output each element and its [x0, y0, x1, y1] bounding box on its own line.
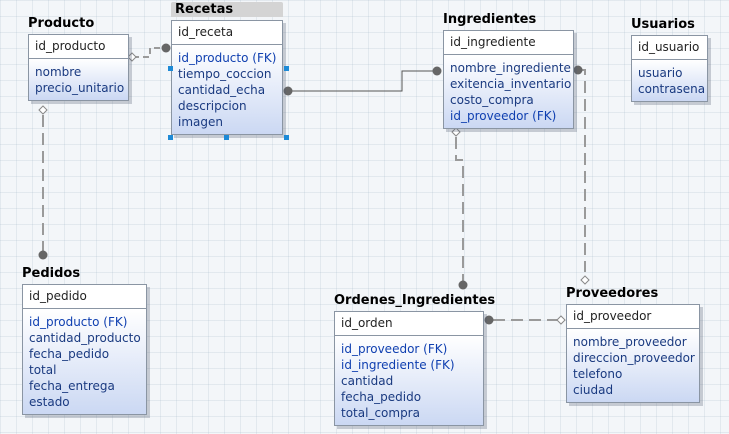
rel-recetas-ingredientes[interactable]: [283, 66, 442, 96]
rel-ingredientes-ordenes-diamond: [451, 127, 461, 137]
rel-proveedores-ordenes[interactable]: [484, 315, 566, 325]
attribute[interactable]: fecha_entrega: [29, 379, 115, 393]
entity-recetas[interactable]: Recetas id_receta id_producto (FK) tiemp…: [168, 2, 289, 140]
attribute[interactable]: fecha_pedido: [341, 390, 422, 404]
attribute-list: nombre precio_unitario: [29, 59, 128, 100]
rel-proveedores-ordenes-dot: [484, 315, 494, 325]
attribute-list: id_producto (FK) tiempo_coccion cantidad…: [172, 45, 282, 134]
attribute-list: id_proveedor (FK) id_ingrediente (FK) ca…: [335, 336, 483, 425]
attribute[interactable]: direccion_proveedor: [573, 351, 695, 365]
attribute[interactable]: total_compra: [341, 406, 420, 420]
attribute[interactable]: costo_compra: [450, 93, 534, 107]
primary-key[interactable]: id_usuario: [632, 36, 707, 60]
resize-handle-bottom-right[interactable]: [284, 135, 289, 140]
primary-key[interactable]: id_pedido: [23, 285, 146, 309]
attribute[interactable]: imagen: [178, 115, 223, 129]
rel-proveedores-ingredientes-dot: [573, 65, 583, 75]
entity-box[interactable]: id_usuario usuario contrasena: [631, 35, 708, 102]
entity-box[interactable]: id_proveedor nombre_proveedor direccion_…: [566, 304, 700, 403]
entity-box[interactable]: id_ingrediente nombre_ingrediente exiten…: [443, 30, 574, 129]
attribute[interactable]: telefono: [573, 367, 623, 381]
rel-proveedores-ordenes-diamond: [556, 315, 566, 325]
entity-title: Proveedores: [566, 286, 659, 301]
attribute[interactable]: nombre_proveedor: [573, 335, 687, 349]
rel-producto-recetas-diamond: [127, 52, 137, 62]
entity-ingredientes[interactable]: Ingredientes id_ingrediente nombre_ingre…: [443, 12, 574, 129]
entity-producto[interactable]: Producto id_producto nombre precio_unita…: [28, 16, 129, 116]
attribute[interactable]: cantidad: [341, 374, 394, 388]
entity-ordenes-ingredientes[interactable]: Ordenes_Ingredientes id_orden id_proveed…: [334, 293, 495, 426]
attribute[interactable]: fecha_pedido: [29, 347, 110, 361]
resize-handle-left[interactable]: [168, 66, 173, 71]
attribute[interactable]: precio_unitario: [35, 81, 125, 95]
attribute-list: usuario contrasena: [632, 60, 707, 101]
attribute[interactable]: usuario: [638, 66, 683, 80]
entity-box[interactable]: id_receta id_producto (FK) tiempo_coccio…: [171, 20, 283, 135]
entity-title: Pedidos: [22, 266, 81, 281]
entity-title: Usuarios: [631, 17, 695, 32]
primary-key[interactable]: id_ingrediente: [444, 31, 573, 55]
attribute[interactable]: estado: [29, 395, 70, 409]
rel-proveedores-ingredientes-diamond: [580, 275, 590, 285]
rel-producto-recetas[interactable]: [127, 43, 171, 62]
entity-proveedores[interactable]: Proveedores id_proveedor nombre_proveedo…: [566, 286, 700, 406]
primary-key[interactable]: id_orden: [335, 312, 483, 336]
attribute-list: nombre_proveedor direccion_proveedor tel…: [567, 329, 699, 402]
rel-ingredientes-ordenes-dot: [458, 280, 468, 290]
entity-pedidos[interactable]: Pedidos id_pedido id_producto (FK) canti…: [22, 266, 147, 416]
attribute[interactable]: tiempo_coccion: [178, 67, 272, 81]
rel-ingredientes-ordenes[interactable]: [451, 127, 468, 290]
resize-handle-bottom-left[interactable]: [168, 135, 173, 140]
attribute[interactable]: exitencia_inventario: [450, 77, 572, 91]
rel-recetas-ingredientes-dot-left: [283, 86, 293, 96]
primary-key[interactable]: id_producto: [29, 35, 128, 59]
entity-usuarios[interactable]: Usuarios id_usuario usuario contrasena: [631, 17, 708, 102]
attribute[interactable]: nombre_ingrediente: [450, 61, 571, 75]
entity-title: Producto: [28, 16, 95, 31]
entity-box[interactable]: id_producto nombre precio_unitario: [28, 34, 129, 101]
attribute-fk[interactable]: id_proveedor (FK): [450, 109, 557, 123]
rel-producto-pedidos[interactable]: [38, 105, 48, 260]
primary-key[interactable]: id_receta: [172, 21, 282, 45]
primary-key[interactable]: id_proveedor: [567, 305, 699, 329]
attribute[interactable]: descripcion: [178, 99, 247, 113]
attribute[interactable]: contrasena: [638, 82, 706, 96]
rel-proveedores-ingredientes[interactable]: [573, 65, 590, 285]
rel-producto-pedidos-dot: [38, 250, 48, 260]
attribute-list: id_producto (FK) cantidad_producto fecha…: [23, 309, 146, 414]
rel-producto-recetas-dot: [161, 43, 171, 53]
entity-title: Ingredientes: [443, 12, 537, 27]
entity-box[interactable]: id_pedido id_producto (FK) cantidad_prod…: [22, 284, 147, 415]
entity-box[interactable]: id_orden id_proveedor (FK) id_ingredient…: [334, 311, 484, 426]
attribute[interactable]: total: [29, 363, 57, 377]
attribute-fk[interactable]: id_producto (FK): [178, 51, 277, 65]
attribute-list: nombre_ingrediente exitencia_inventario …: [444, 55, 573, 128]
entity-title: Recetas: [171, 2, 283, 17]
entity-title: Ordenes_Ingredientes: [334, 293, 496, 308]
rel-recetas-ingredientes-dot-right: [432, 66, 442, 76]
resize-handle-right[interactable]: [284, 66, 289, 71]
attribute-fk[interactable]: id_producto (FK): [29, 315, 128, 329]
attribute[interactable]: cantidad_producto: [29, 331, 141, 345]
resize-handle-bottom[interactable]: [224, 135, 229, 140]
attribute[interactable]: nombre: [35, 65, 82, 79]
attribute[interactable]: cantidad_echa: [178, 83, 266, 97]
attribute-fk[interactable]: id_proveedor (FK): [341, 342, 448, 356]
attribute[interactable]: ciudad: [573, 383, 614, 397]
attribute-fk[interactable]: id_ingrediente (FK): [341, 358, 455, 372]
